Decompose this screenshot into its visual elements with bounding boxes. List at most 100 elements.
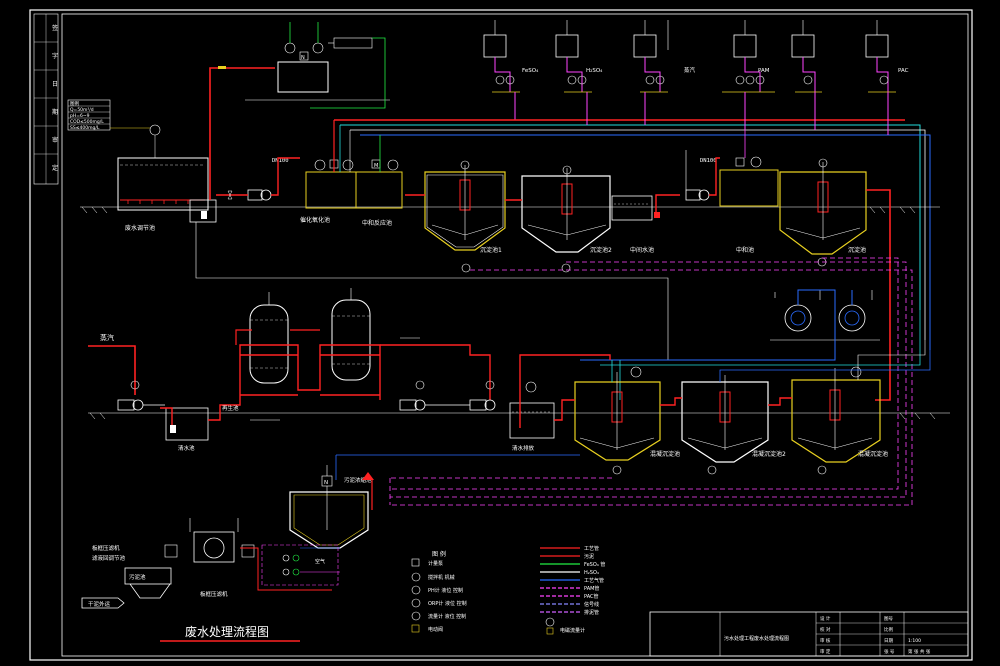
dosing-units: FeSO₄ H₂SO₄ 蒸汽 bbox=[483, 20, 909, 118]
flow-meter-icon bbox=[411, 611, 421, 621]
settle-tank-1 bbox=[424, 171, 506, 251]
thickener-n-mark: N bbox=[324, 480, 328, 486]
tb-right-row: 比例 bbox=[884, 626, 893, 633]
dosing-unit-pam: PAM bbox=[722, 20, 775, 93]
margin-cell: 期 bbox=[52, 108, 58, 116]
line-legend-label: PAM管 bbox=[584, 585, 599, 592]
pam-label: PAM bbox=[758, 68, 770, 74]
neutral-tank bbox=[355, 171, 403, 209]
dn100-left: DN100 bbox=[272, 158, 289, 164]
coag-settle-3 bbox=[791, 379, 881, 463]
outer-frame bbox=[29, 9, 973, 661]
cake-out-label: 干泥外运 bbox=[88, 600, 111, 608]
tb-scale: 1:100 bbox=[908, 638, 921, 644]
magnetic-flow-icon bbox=[545, 617, 555, 627]
sludge-store-label: 污泥池 bbox=[129, 573, 146, 581]
tb-right-row: 张 号 bbox=[884, 648, 895, 655]
final-settle-label: 沉淀池 bbox=[848, 246, 866, 254]
drawing-title-group: 废水处理流程图 bbox=[160, 624, 300, 642]
neutral-tank-label: 中和反应池 bbox=[362, 219, 392, 227]
line-legend-label: 信号线 bbox=[584, 601, 599, 608]
neut-pool-label: 中和池 bbox=[736, 246, 754, 254]
line-legend-label: PAC管 bbox=[584, 593, 599, 600]
tb-right-row: 图号 bbox=[884, 616, 893, 622]
legend-item: ORP计 液位 控制 bbox=[428, 600, 467, 607]
margin-cell: 签 bbox=[52, 24, 58, 32]
m-mark: M bbox=[374, 163, 378, 169]
coag-settle-1 bbox=[574, 381, 661, 461]
mixer-icon bbox=[411, 572, 421, 582]
tb-row: 设 计 bbox=[820, 615, 831, 622]
project-name: 污水处理工程废水处理流程图 bbox=[724, 635, 789, 642]
air-compressor-block: 空气 bbox=[261, 544, 340, 586]
ground-lines-upper bbox=[80, 206, 940, 214]
symbol-legend-title: 图 例 bbox=[432, 550, 446, 558]
coag2-label: 混凝沉淀池2 bbox=[752, 450, 786, 458]
dn100-right: DN100 bbox=[700, 158, 717, 164]
n-mark: N bbox=[301, 55, 305, 61]
legend-item: 电动阀 bbox=[428, 626, 443, 633]
dosing-unit-steam: 蒸汽 bbox=[633, 20, 696, 93]
tb-row: 校 对 bbox=[820, 626, 831, 633]
tb-row: 审 核 bbox=[820, 637, 831, 644]
line-legend-label: 工艺气管 bbox=[584, 577, 604, 584]
line-legend-label: FeSO₄ 管 bbox=[584, 561, 605, 568]
param-row: pH=6~9 bbox=[70, 113, 90, 119]
legend-item: 搅拌机 机械 bbox=[428, 574, 455, 581]
legend-item: 计量泵 bbox=[428, 560, 443, 567]
margin-cell: 日 bbox=[52, 81, 58, 88]
neut-pool bbox=[719, 169, 779, 207]
coag3-label: 混凝沉淀池 bbox=[858, 450, 888, 458]
filter-vessel-2 bbox=[331, 288, 371, 381]
settle2-label: 沉淀池2 bbox=[590, 246, 612, 254]
lower-process-row: 蒸汽 清水池 再生池 bbox=[88, 288, 931, 480]
line-legend-label: 排泥管 bbox=[584, 609, 599, 616]
sludge-section: N 污泥浓缩池 板框压滤机 滤液回调节池 污泥池 干泥外运 板框压滤机 空气 bbox=[81, 465, 374, 609]
valve-icon bbox=[411, 624, 420, 633]
drawing-title: 废水处理流程图 bbox=[185, 624, 269, 639]
tb-row: 审 定 bbox=[820, 648, 831, 655]
legend-item: PH计 液位 控制 bbox=[428, 587, 463, 594]
pac-label: PAC bbox=[898, 68, 909, 74]
h2so4-label: H₂SO₄ bbox=[586, 68, 603, 74]
mid-pool bbox=[611, 195, 653, 221]
final-settle-tank bbox=[779, 171, 867, 255]
air-tank-label: 空气 bbox=[315, 558, 325, 565]
ro-feed-label: 清水池 bbox=[178, 444, 195, 452]
settle-tank-2 bbox=[521, 175, 611, 253]
sludge-tank-label: 污泥浓缩池 bbox=[344, 476, 372, 484]
line-legend-label: 工艺管 bbox=[584, 545, 599, 552]
steam-inlet-label: 蒸汽 bbox=[100, 333, 114, 342]
dosing-unit-h2so4: H₂SO₄ bbox=[555, 20, 603, 118]
margin-cell: 字 bbox=[52, 52, 58, 60]
line-legend-label: H₂SO₄ bbox=[584, 570, 599, 576]
reaction-tank-label: 催化氧化池 bbox=[300, 216, 330, 224]
pump-icon bbox=[411, 558, 420, 567]
dosing-unit-feso4: FeSO₄ bbox=[483, 20, 539, 118]
coag1-label: 混凝沉淀池 bbox=[650, 450, 680, 458]
param-row: 图例 bbox=[70, 100, 79, 107]
dosing-unit-5 bbox=[791, 20, 822, 93]
inlet-tank bbox=[117, 157, 209, 211]
symbol-legend: 图 例 计量泵 搅拌机 机械 PH计 液位 控制 ORP计 液位 控制 流量计 … bbox=[411, 550, 585, 635]
top-tank bbox=[277, 61, 329, 93]
ground-lines-lower bbox=[88, 412, 950, 420]
press-note-line2: 滤液回调节池 bbox=[92, 554, 126, 562]
sludge-store bbox=[124, 567, 172, 585]
design-parameter-box: 图例 Q=50m³/d pH=6~9 COD≤500mg/L SS≤400mg/… bbox=[67, 99, 150, 131]
param-row: Q=50m³/d bbox=[70, 107, 94, 113]
margin-strip: 签 字 日 期 审 定 bbox=[33, 13, 59, 185]
feso4-label: FeSO₄ bbox=[522, 68, 539, 74]
filter-pool-label: 再生池 bbox=[222, 404, 239, 412]
dosing-unit-pac: PAC bbox=[865, 20, 909, 93]
tb-sheet: 第 张 共 张 bbox=[908, 648, 931, 655]
legend-item: 流量计 液位 控制 bbox=[428, 613, 466, 620]
filter-press bbox=[193, 531, 235, 563]
upper-process-row: 废水调节池 N DN100 M bbox=[117, 22, 891, 401]
mid-pool-label: 中间水池 bbox=[630, 246, 654, 254]
orp-meter-icon bbox=[411, 598, 421, 608]
param-row: COD≤500mg/L bbox=[70, 119, 104, 125]
